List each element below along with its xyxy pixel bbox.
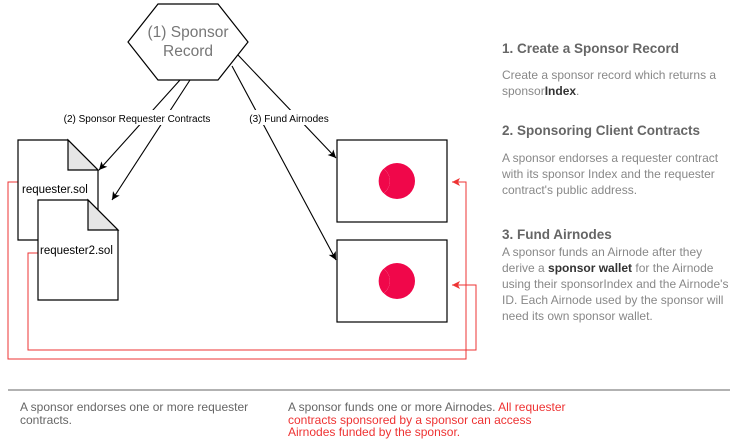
sponsor-record-label-line2: Record [163, 43, 213, 60]
requester-label: requester.sol [22, 184, 88, 196]
edge-label-sponsor-requester-contracts: (2) Sponsor Requester Contracts [64, 114, 211, 125]
sponsor-arrows [98, 54, 337, 261]
airnode-logo-icon [379, 163, 415, 199]
arrow-to-airnode-2 [231, 65, 337, 261]
airnode-logo-icon [379, 263, 415, 299]
sponsor-record-node: (1) Sponsor Record [127, 3, 249, 81]
arrow-to-requester2 [111, 79, 191, 201]
section-fund-airnodes: 3. Fund Airnodes A sponsor funds an Airn… [502, 226, 734, 324]
section-create-sponsor-record: 1. Create a Sponsor Record Create a spon… [502, 40, 734, 99]
section3-text: A sponsor funds an Airnode after they de… [502, 245, 729, 323]
footer-right-text: A sponsor funds one or more Airnodes. Al… [288, 400, 566, 439]
sponsor-record-label-line1: (1) Sponsor [148, 24, 229, 41]
requester2-label: requester2.sol [40, 245, 113, 257]
airnode-box-1 [336, 139, 448, 223]
section3-title: 3. Fund Airnodes [502, 227, 612, 242]
airnode-box-2 [336, 239, 448, 323]
section2-text: A sponsor endorses a requester contract … [502, 151, 719, 197]
section2-title: 2. Sponsoring Client Contracts [502, 123, 701, 138]
connector-requester2-to-airnode-2 [27, 252, 477, 351]
red-connectors [7, 178, 477, 360]
connector-requester-to-airnode-1 [7, 178, 467, 360]
arrow-to-airnode-1 [237, 54, 337, 159]
section1-title: 1. Create a Sponsor Record [502, 41, 680, 56]
edge-label-fund-airnodes: (3) Fund Airnodes [249, 114, 329, 125]
requester2-document: requester2.sol [37, 198, 120, 301]
section1-text: Create a sponsor record which returns a … [502, 68, 717, 98]
section-sponsoring-client-contracts: 2. Sponsoring Client Contracts A sponsor… [502, 122, 734, 198]
footer-left-text: A sponsor endorses one or more requester… [20, 400, 249, 427]
